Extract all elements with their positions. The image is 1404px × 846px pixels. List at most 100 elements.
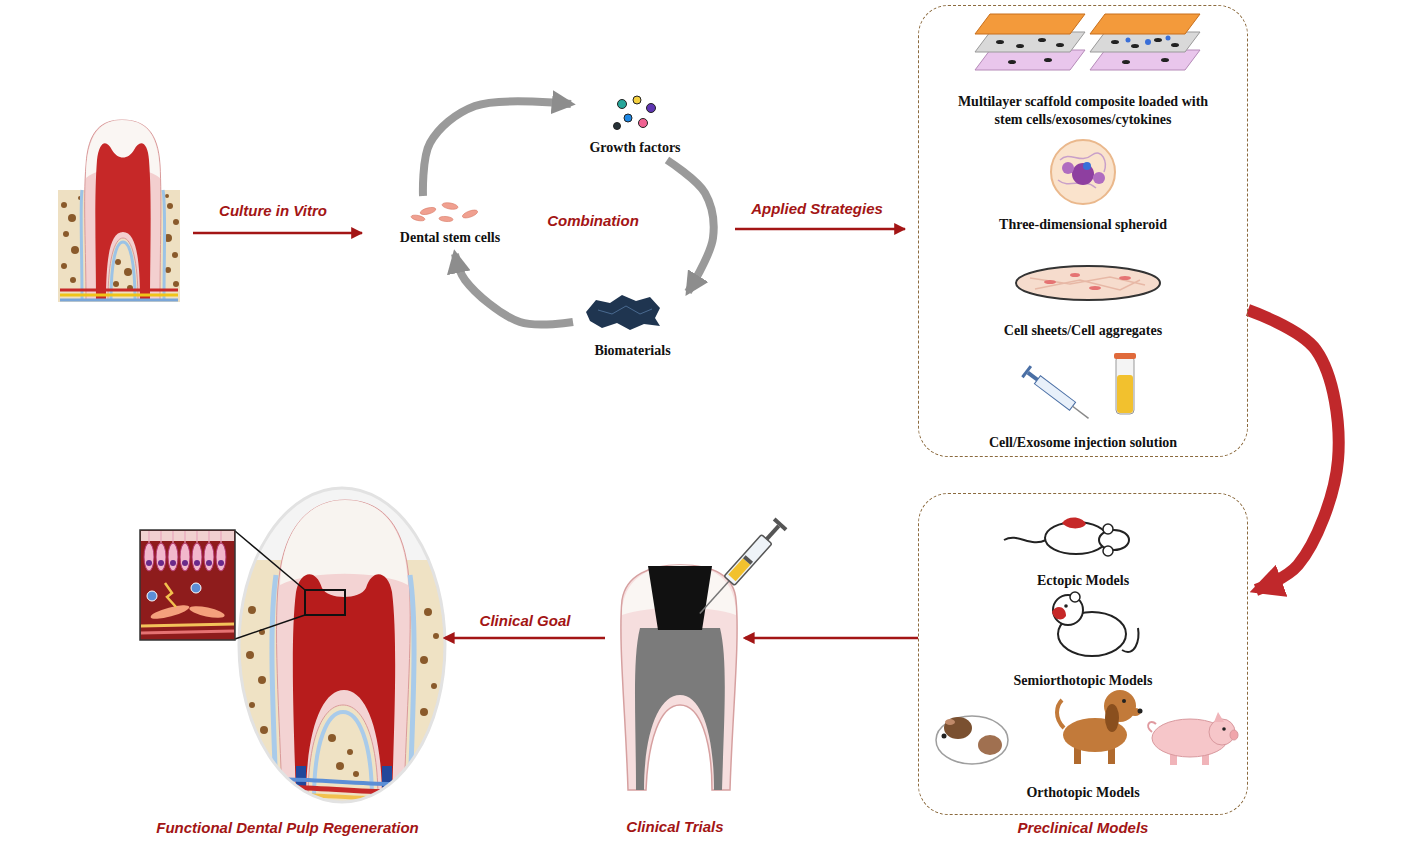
scaffold-illustration	[975, 50, 1085, 70]
step-label: Culture in Vitro	[219, 202, 327, 220]
cell-sheet-illustration	[1016, 266, 1160, 300]
cycle-arrow	[667, 160, 714, 292]
scaffold-illustration	[975, 14, 1085, 34]
spheroid-illustration	[1072, 163, 1094, 185]
regenerated-tooth-illustration	[182, 560, 188, 566]
tooth-illustration	[71, 246, 79, 254]
scaffold-illustration	[1126, 36, 1171, 46]
regenerated-tooth-illustration	[252, 752, 258, 758]
tooth-illustration	[80, 190, 84, 300]
text-slot: Cell sheets/Cell aggregates	[918, 321, 1248, 340]
regenerated-tooth-illustration	[146, 560, 224, 566]
tooth-illustration	[63, 231, 69, 237]
treated-tooth-illustration	[635, 628, 725, 790]
scaffold-illustration	[975, 32, 1085, 52]
item-label: Multilayer scaffold composite loaded wit…	[952, 93, 1214, 129]
scaffold-illustration	[1122, 60, 1130, 64]
mouse-illustration	[1004, 517, 1129, 556]
guinea-pig-illustration	[944, 717, 972, 739]
spheroid-illustration	[1083, 162, 1091, 170]
rat-illustration	[1052, 607, 1066, 619]
injection-illustration	[1034, 376, 1075, 410]
regenerated-tooth-illustration	[172, 531, 173, 543]
tooth-illustration	[58, 120, 180, 302]
regenerated-tooth-illustration	[239, 488, 445, 802]
tooth-illustration	[85, 120, 161, 300]
treated-tooth-illustration	[773, 517, 788, 531]
scaffold-illustration	[1090, 32, 1200, 52]
cycle-arrow	[423, 101, 571, 196]
clinical-trial-node: Clinical Trials	[605, 505, 745, 845]
regeneration-node: Functional Dental Pulp Regeneration	[130, 485, 445, 845]
biomaterial-icon	[586, 295, 660, 330]
tooth-illustration	[165, 267, 171, 273]
regenerated-tooth-illustration	[204, 543, 214, 571]
regenerated-tooth-illustration	[160, 531, 161, 543]
pig-illustration	[1214, 712, 1224, 722]
tooth-illustration	[115, 259, 121, 265]
rat-illustration	[1052, 592, 1138, 656]
tooth-illustration	[95, 143, 150, 300]
regenerated-tooth-illustration	[141, 531, 234, 541]
spheroid-illustration	[1062, 162, 1074, 174]
mouse-illustration	[1004, 538, 1046, 543]
label-slot: Culture in Vitro	[123, 202, 423, 220]
cell-sheet-illustration	[1044, 280, 1056, 284]
regenerated-tooth-illustration	[239, 787, 445, 792]
injection-illustration	[1073, 406, 1089, 418]
regenerated-tooth-illustration	[144, 543, 226, 571]
regenerated-tooth-illustration	[196, 531, 197, 543]
item-label: Cell/Exosome injection solution	[989, 434, 1177, 452]
regenerated-tooth-illustration	[239, 780, 445, 784]
growth-factor-icon	[614, 123, 621, 130]
injection-illustration	[1117, 375, 1133, 413]
text-slot: Semiorthotopic Models	[918, 671, 1248, 690]
tooth-illustration	[173, 219, 179, 225]
label-slot: Combination	[443, 212, 743, 230]
scaffold-illustration	[1090, 14, 1200, 34]
regenerated-tooth-illustration	[168, 543, 178, 571]
mouse-illustration	[1099, 530, 1129, 550]
regenerated-tooth-illustration	[144, 543, 154, 571]
item-label: Ectopic Models	[1037, 572, 1129, 590]
stem-cell-icon	[442, 202, 459, 211]
step-label: Combination	[547, 212, 639, 230]
cell-sheet-illustration	[1030, 277, 1145, 290]
cell-sheet-illustration	[1089, 286, 1101, 290]
regenerated-tooth-illustration	[165, 583, 176, 607]
regenerated-tooth-illustration	[248, 606, 256, 614]
regenerated-tooth-illustration	[420, 656, 428, 664]
regenerated-tooth-illustration	[280, 500, 408, 585]
regenerated-tooth-illustration	[149, 531, 221, 543]
tooth-illustration	[60, 289, 178, 292]
dog-illustration	[1105, 704, 1119, 732]
pig-illustration	[1222, 727, 1226, 731]
edge-label: Clinical Goal	[480, 612, 571, 630]
mouse-illustration	[1103, 546, 1113, 556]
regenerated-tooth-illustration	[150, 602, 191, 621]
text-slot: Preclinical Models	[918, 819, 1248, 837]
mouse-illustration	[1103, 524, 1113, 534]
regenerated-tooth-illustration	[216, 543, 226, 571]
regenerated-tooth-illustration	[140, 530, 235, 640]
regenerated-tooth-illustration	[239, 560, 445, 808]
guinea-pig-illustration	[936, 716, 1008, 764]
scaffold-illustration	[1090, 50, 1200, 70]
stem-cell-icon	[439, 216, 453, 222]
pig-illustration	[1148, 712, 1238, 765]
scaffold-illustration	[1166, 36, 1171, 41]
tooth-illustration	[61, 263, 67, 269]
growth-factor-node: Growth factors	[575, 92, 695, 158]
regenerated-tooth-illustration	[141, 624, 234, 626]
tooth-illustration	[167, 203, 173, 209]
scaffold-illustration	[1145, 39, 1151, 45]
regenerated-tooth-illustration	[431, 683, 437, 689]
scaffold-illustration	[1161, 58, 1169, 62]
text-slot: Biomaterials	[575, 341, 690, 360]
regenerated-tooth-illustration	[235, 615, 305, 639]
stem-cell-icon	[411, 214, 426, 222]
stem-cell-node: Dental stem cells	[385, 198, 515, 252]
scaffold-illustration	[1008, 60, 1016, 64]
growth-factor-icon	[614, 96, 656, 130]
tooth-illustration	[68, 214, 76, 222]
